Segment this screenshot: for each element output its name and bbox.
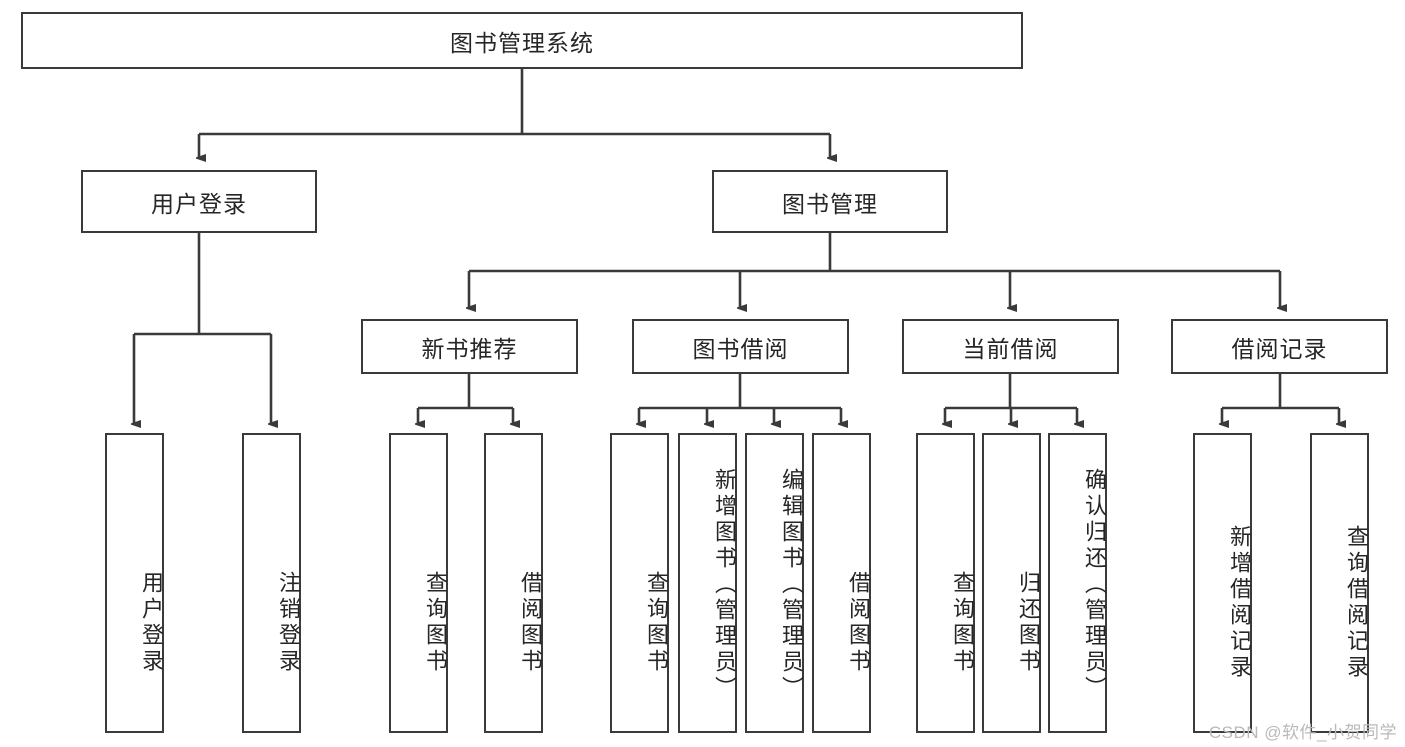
node-borrow-record[interactable]: 借阅记录 — [1171, 319, 1388, 374]
leaf-query-book-3[interactable]: 查询图书 — [916, 433, 975, 733]
leaf-add-record[interactable]: 新增借阅记录 — [1193, 433, 1252, 733]
leaf-borrow-book-2-label: 借阅图书 — [846, 571, 871, 675]
leaf-confirm-return-label: 确认归还（管理员） — [1082, 468, 1107, 702]
leaf-user-login-label: 用户登录 — [139, 571, 164, 675]
leaf-borrow-book-1[interactable]: 借阅图书 — [484, 433, 543, 733]
node-user-login-label: 用户登录 — [151, 190, 247, 217]
leaf-confirm-return[interactable]: 确认归还（管理员） — [1048, 433, 1107, 733]
leaf-query-record-label: 查询借阅记录 — [1344, 525, 1369, 681]
leaf-edit-book-label: 编辑图书（管理员） — [779, 468, 804, 702]
leaf-query-book-3-label: 查询图书 — [950, 571, 975, 675]
leaf-borrow-book-2[interactable]: 借阅图书 — [812, 433, 871, 733]
leaf-query-book-1-label: 查询图书 — [423, 571, 448, 675]
node-user-login[interactable]: 用户登录 — [81, 170, 317, 233]
leaf-add-book[interactable]: 新增图书（管理员） — [678, 433, 737, 733]
watermark-text: CSDN @软件_小贺同学 — [1208, 723, 1397, 742]
leaf-borrow-book-1-label: 借阅图书 — [518, 571, 543, 675]
node-root[interactable]: 图书管理系统 — [21, 12, 1023, 69]
leaf-query-book-2[interactable]: 查询图书 — [610, 433, 669, 733]
leaf-query-book-1[interactable]: 查询图书 — [389, 433, 448, 733]
leaf-add-book-label: 新增图书（管理员） — [712, 468, 737, 702]
node-new-book-recommend-label: 新书推荐 — [421, 335, 518, 362]
leaf-query-book-2-label: 查询图书 — [644, 571, 669, 675]
leaf-return-book-label: 归还图书 — [1016, 571, 1041, 675]
leaf-return-book[interactable]: 归还图书 — [982, 433, 1041, 733]
leaf-query-record[interactable]: 查询借阅记录 — [1310, 433, 1369, 733]
leaf-logout[interactable]: 注销登录 — [242, 433, 301, 733]
node-book-manage[interactable]: 图书管理 — [712, 170, 948, 233]
leaf-add-record-label: 新增借阅记录 — [1227, 525, 1252, 681]
node-root-label: 图书管理系统 — [450, 29, 594, 56]
node-book-borrow[interactable]: 图书借阅 — [632, 319, 849, 374]
node-borrow-record-label: 借阅记录 — [1231, 335, 1328, 362]
leaf-edit-book[interactable]: 编辑图书（管理员） — [745, 433, 804, 733]
leaf-logout-label: 注销登录 — [276, 571, 301, 675]
node-current-borrow[interactable]: 当前借阅 — [902, 319, 1119, 374]
node-current-borrow-label: 当前借阅 — [962, 335, 1059, 362]
node-book-manage-label: 图书管理 — [782, 190, 878, 217]
node-new-book-recommend[interactable]: 新书推荐 — [361, 319, 578, 374]
leaf-user-login[interactable]: 用户登录 — [105, 433, 164, 733]
node-book-borrow-label: 图书借阅 — [692, 335, 789, 362]
